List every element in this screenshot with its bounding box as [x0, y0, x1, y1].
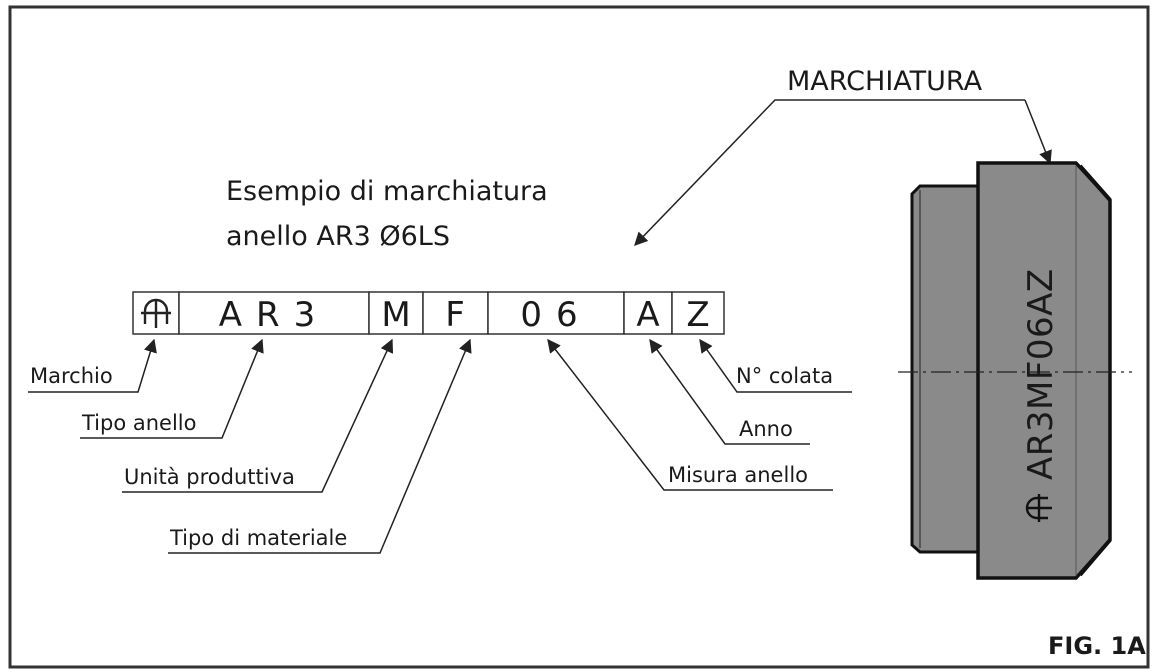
label-marchio: Marchio	[30, 364, 113, 388]
label-tipo-materiale-group: Tipo di materiale	[168, 338, 472, 554]
code-cell-size: 06	[520, 295, 591, 335]
label-tipo-materiale: Tipo di materiale	[169, 526, 347, 550]
marking-callout-arrow-to-ring	[1024, 99, 1052, 165]
marking-code-strip	[132, 291, 725, 335]
label-n-colata: N° colata	[736, 364, 833, 388]
label-misura-anello: Misura anello	[668, 463, 808, 487]
code-cell-material: F	[445, 295, 465, 335]
code-cell-type: AR3	[219, 295, 330, 335]
code-cell-unit: M	[381, 295, 410, 335]
title-line-2: anello AR3 Ø6LS	[226, 221, 450, 252]
label-anno-group: Anno	[649, 338, 810, 445]
ring-drawing: AR3MF06AZ	[898, 161, 1132, 580]
brand-logo-icon	[1025, 494, 1052, 522]
code-cell-year: A	[636, 295, 659, 335]
figure-label: FIG. 1A	[1048, 632, 1146, 660]
label-misura-anello-group: Misura anello	[547, 338, 833, 491]
ring-marking-text: AR3MF06AZ	[1021, 268, 1061, 480]
figure-frame	[8, 5, 1150, 669]
brand-logo-icon	[141, 298, 171, 328]
title-line-1: Esempio di marchiatura	[226, 176, 548, 207]
marking-callout-leader	[634, 99, 1025, 246]
label-tipo-anello-group: Tipo anello	[80, 338, 264, 439]
label-marchio-group: Marchio	[28, 338, 157, 393]
label-anno: Anno	[739, 417, 793, 441]
code-cell-heat: Z	[686, 295, 709, 335]
label-unita-produttiva: Unità produttiva	[124, 465, 295, 489]
marking-callout-label: MARCHIATURA	[787, 66, 983, 97]
ring-shoulder	[910, 184, 980, 554]
label-unita-produttiva-group: Unità produttiva	[122, 338, 394, 493]
label-tipo-anello: Tipo anello	[81, 411, 197, 435]
label-n-colata-group: N° colata	[699, 338, 852, 393]
